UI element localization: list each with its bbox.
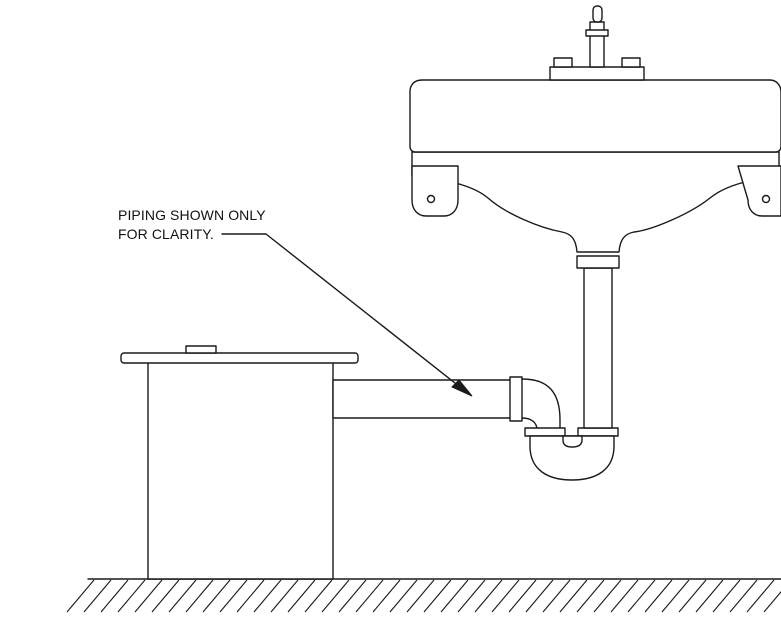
hatch-stroke [288,580,315,612]
faucet-base [550,67,644,80]
interceptor-body [148,362,333,579]
hatch-stroke [407,580,434,612]
hatch-stroke [509,580,536,612]
hatch-stroke [679,580,706,612]
faucet-spout-tip [593,6,602,22]
p-trap [522,379,618,480]
interceptor-lid [121,353,358,363]
hatch-stroke [135,580,162,612]
hatch-stroke [237,580,264,612]
trap-right-collar [578,428,618,436]
hatch-stroke [220,580,247,612]
sink-left-bracket [412,166,458,216]
note-line-2: FOR CLARITY. [118,226,214,242]
hatch-stroke [356,580,383,612]
hatch-stroke [254,580,281,612]
hatch-stroke [203,580,230,612]
floor-hatching [67,580,781,612]
sink-right-bracket [738,166,781,216]
hatch-stroke [339,580,366,612]
hatch-stroke [764,580,781,612]
callout-leader [222,234,472,396]
left-bracket-bolt [428,196,435,203]
hatch-stroke [390,580,417,612]
floor [67,579,781,612]
leader-arrowhead [452,380,472,396]
hatch-stroke [322,580,349,612]
hatch-stroke [543,580,570,612]
hatch-stroke [696,580,723,612]
hatch-stroke [424,580,451,612]
callout-note: PIPING SHOWN ONLY FOR CLARITY. [118,206,266,244]
trap-u-bend-inner [563,436,582,447]
wall-hung-lavatory-sink [410,80,781,252]
trap-arm-outer [522,379,560,428]
hatch-stroke [475,580,502,612]
hatch-stroke [526,580,553,612]
hatch-stroke [594,580,621,612]
faucet-spout-band [586,30,608,36]
hatch-stroke [186,580,213,612]
hatch-stroke [441,580,468,612]
trap-left-collar [525,428,565,436]
hatch-stroke [458,580,485,612]
hatch-stroke [645,580,672,612]
drain-pipe-body [333,380,511,418]
faucet [550,6,644,80]
faucet-spout [590,22,604,67]
hatch-stroke [747,580,774,612]
hatch-stroke [101,580,128,612]
leader-line [222,234,460,387]
tailpiece-collar [577,256,619,268]
hatch-stroke [84,580,111,612]
hatch-stroke [271,580,298,612]
tailpiece-pipe [584,268,612,428]
sink-basin [412,152,779,252]
grease-interceptor [121,346,358,579]
hatch-stroke [611,580,638,612]
faucet-right-handle [622,58,640,67]
drain-pipe-coupling [510,377,522,421]
right-bracket-bolt [763,196,770,203]
tailpiece [577,256,619,428]
hatch-stroke [169,580,196,612]
hatch-stroke [628,580,655,612]
faucet-left-handle [554,58,572,67]
hatch-stroke [118,580,145,612]
hatch-stroke [577,580,604,612]
hatch-stroke [492,580,519,612]
horizontal-drain-pipe [333,377,522,421]
note-line-1: PIPING SHOWN ONLY [118,207,266,223]
hatch-stroke [152,580,179,612]
interceptor-cleanout-cap [186,346,216,353]
hatch-stroke [305,580,332,612]
hatch-stroke [373,580,400,612]
trap-u-bend [530,436,614,480]
hatch-stroke [713,580,740,612]
hatch-stroke [67,580,94,612]
sink-counter-top [410,80,781,152]
hatch-stroke [560,580,587,612]
hatch-stroke [730,580,757,612]
hatch-stroke [662,580,689,612]
